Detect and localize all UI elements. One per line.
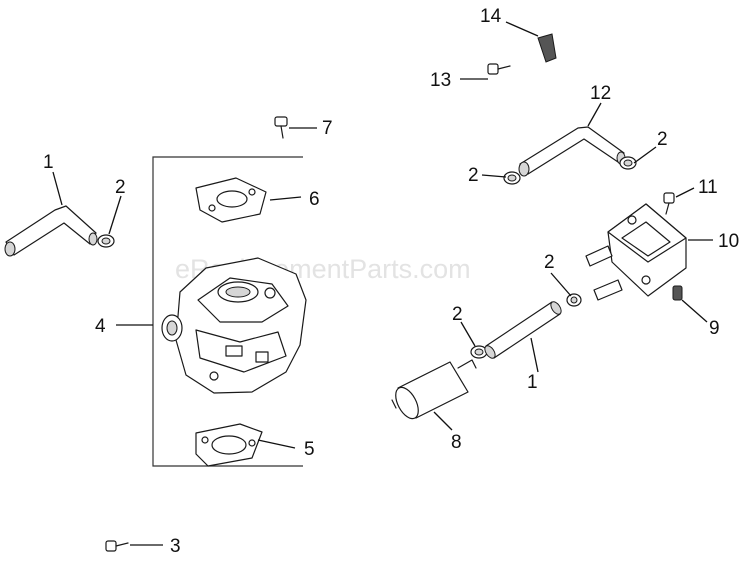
- hose-clamp-left[interactable]: [97, 234, 115, 248]
- callout-4: 4: [95, 316, 106, 337]
- bolt-13[interactable]: [487, 63, 511, 75]
- hose-clamp-upper-left[interactable]: [503, 171, 521, 185]
- fuel-pump[interactable]: [585, 203, 687, 301]
- carburetor[interactable]: [161, 257, 307, 394]
- hose-clamp-upper-right[interactable]: [619, 156, 637, 170]
- screw-11[interactable]: [663, 192, 675, 215]
- callouts: 1 2 3 4 5 6 7 8 9 10 11 12 13 14 2 2 2 2…: [43, 6, 739, 557]
- fuel-hose-straight[interactable]: [483, 300, 563, 360]
- callout-13: 13: [430, 70, 451, 91]
- callout-8: 8: [451, 432, 462, 453]
- fuel-filter[interactable]: [391, 359, 477, 422]
- callout-2-filter: 2: [452, 304, 463, 325]
- callout-5: 5: [304, 439, 315, 460]
- clip-14[interactable]: [537, 33, 557, 63]
- callout-10: 10: [718, 231, 739, 252]
- fuel-hose-left[interactable]: [4, 205, 98, 257]
- callout-7: 7: [322, 118, 333, 139]
- hose-clamp-mid[interactable]: [566, 293, 582, 307]
- callout-14: 14: [480, 6, 502, 27]
- callout-2-upper-left: 2: [468, 165, 479, 186]
- callout-1-straight-hose: 1: [527, 372, 538, 393]
- callout-9: 9: [709, 318, 720, 339]
- leader-lines: [52, 21, 713, 546]
- callout-2-upper-right: 2: [657, 129, 668, 150]
- screw-7[interactable]: [274, 116, 288, 139]
- group-bracket: [152, 156, 303, 467]
- callout-12: 12: [590, 83, 611, 104]
- gasket-upper[interactable]: [195, 177, 267, 223]
- callout-2-left-clamp: 2: [115, 177, 126, 198]
- callout-11: 11: [698, 177, 718, 198]
- callout-2-mid: 2: [544, 252, 555, 273]
- screw-3[interactable]: [105, 540, 129, 552]
- callout-6: 6: [309, 189, 320, 210]
- fitting-9[interactable]: [672, 285, 683, 301]
- gasket-lower[interactable]: [195, 423, 263, 467]
- fuel-hose-top[interactable]: [518, 126, 626, 177]
- callout-3: 3: [170, 536, 181, 557]
- callout-1-left-hose: 1: [43, 152, 54, 173]
